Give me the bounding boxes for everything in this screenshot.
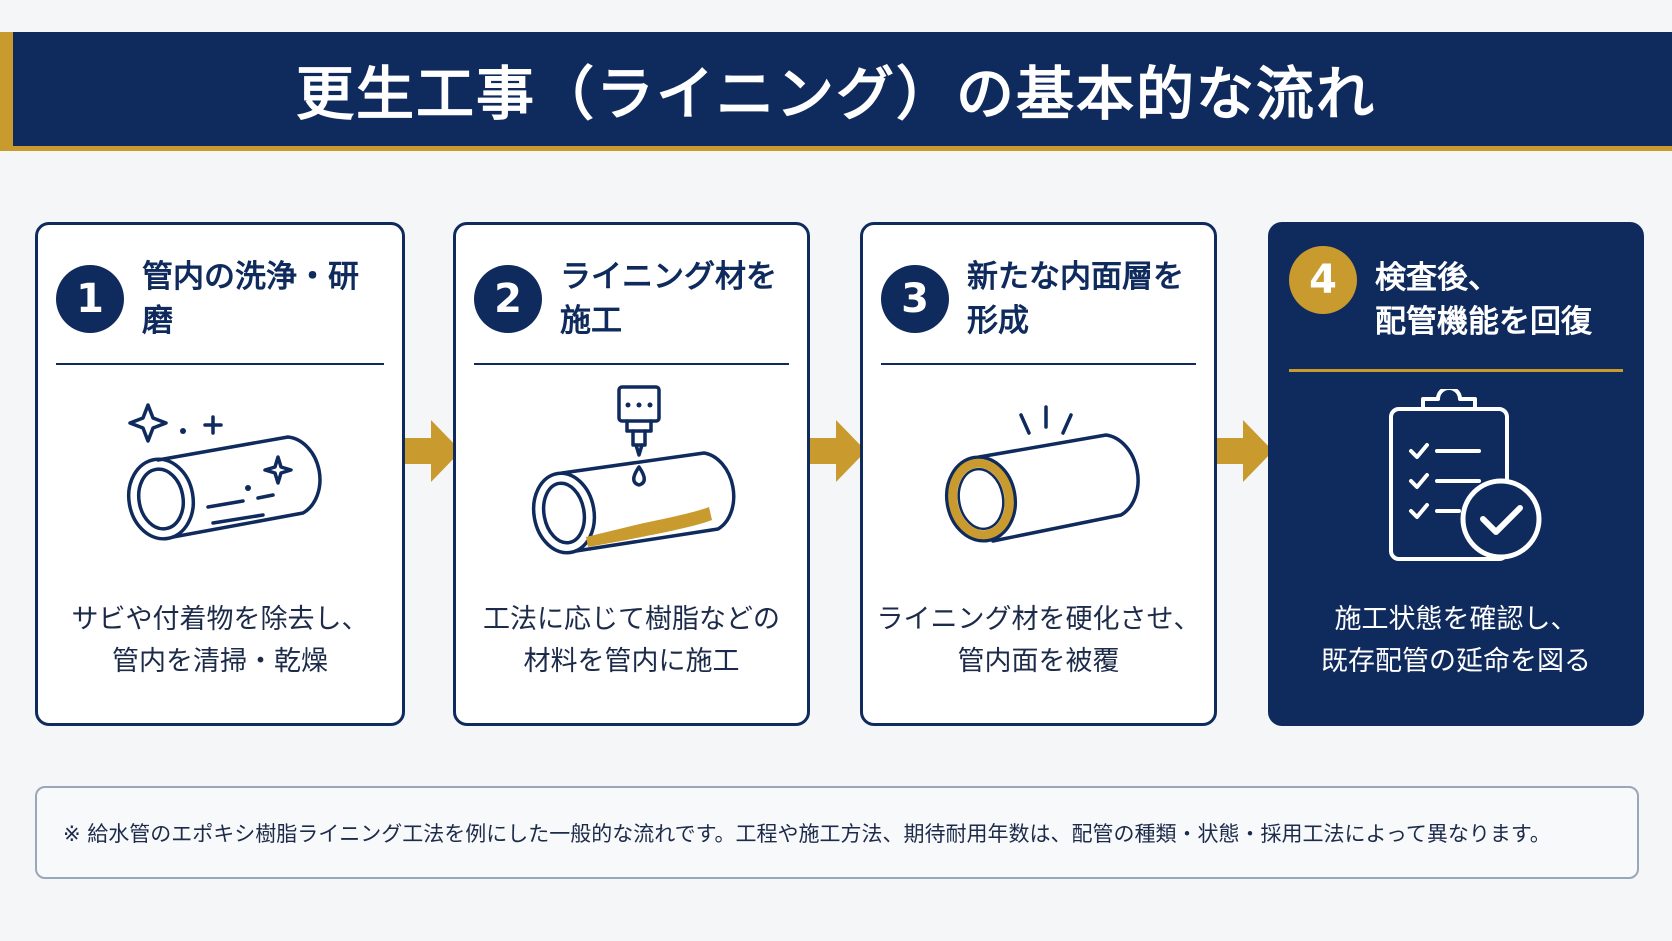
step-description: ライニング材を硬化させ、 管内面を被覆 [876, 604, 1201, 677]
arrow-right-icon [1217, 420, 1273, 482]
step-title: 検査後、 配管機能を回復 [1375, 259, 1592, 340]
page-title: 更生工事（ライニング）の基本的な流れ [295, 60, 1376, 128]
divider [881, 363, 1196, 365]
step-description: サビや付着物を除去し、 管内を清掃・乾燥 [71, 604, 369, 677]
inspection-checklist-icon [1389, 389, 1542, 561]
title-accent-bar [0, 32, 13, 146]
footnote-box: ※ 給水管のエポキシ樹脂ライニング工法を例にした一般的な流れです。工程や施工方法… [35, 786, 1639, 879]
step-header: 1 管内の洗浄・研磨 [56, 251, 384, 347]
divider [474, 363, 789, 365]
step-number-badge: 3 [881, 265, 949, 333]
resin-application-icon [531, 385, 736, 555]
title-banner: 更生工事（ライニング）の基本的な流れ [0, 32, 1672, 151]
divider [56, 363, 384, 365]
step-header: 4 検査後、 配管機能を回復 [1289, 239, 1623, 361]
pipe-cleaning-icon [126, 403, 322, 541]
divider [1289, 369, 1623, 372]
step-title: 新たな内面層を形成 [967, 258, 1184, 339]
lined-pipe-icon [944, 405, 1140, 543]
step-header: 2 ライニング材を施工 [474, 251, 789, 347]
step-card-1: 1 管内の洗浄・研磨 サビや付着物を除去し、 管内を清掃・乾燥 [35, 222, 405, 726]
step-title: 管内の洗浄・研磨 [142, 258, 359, 339]
step-description: 施工状態を確認し、 既存配管の延命を図る [1321, 604, 1591, 677]
footnote-text: ※ 給水管のエポキシ樹脂ライニング工法を例にした一般的な流れです。工程や施工方法… [63, 821, 1551, 846]
step-number-badge: 1 [56, 265, 124, 333]
step-card-3: 3 新たな内面層を形成 ライニング材を硬化させ、 管内面を被覆 [860, 222, 1217, 726]
step-card-2: 2 ライニング材を施工 工法に応じて樹脂などの 材料を管内に施工 [453, 222, 810, 726]
step-number-badge: 4 [1289, 246, 1357, 314]
step-description: 工法に応じて樹脂などの 材料を管内に施工 [483, 604, 780, 677]
arrow-right-icon [810, 420, 866, 482]
step-card-4: 4 検査後、 配管機能を回復 施工状態を確認し、 既存配管の延命を図る [1268, 222, 1644, 726]
step-header: 3 新たな内面層を形成 [881, 251, 1196, 347]
step-number-badge: 2 [474, 265, 542, 333]
arrow-right-icon [405, 420, 461, 482]
step-title: ライニング材を施工 [560, 258, 777, 339]
